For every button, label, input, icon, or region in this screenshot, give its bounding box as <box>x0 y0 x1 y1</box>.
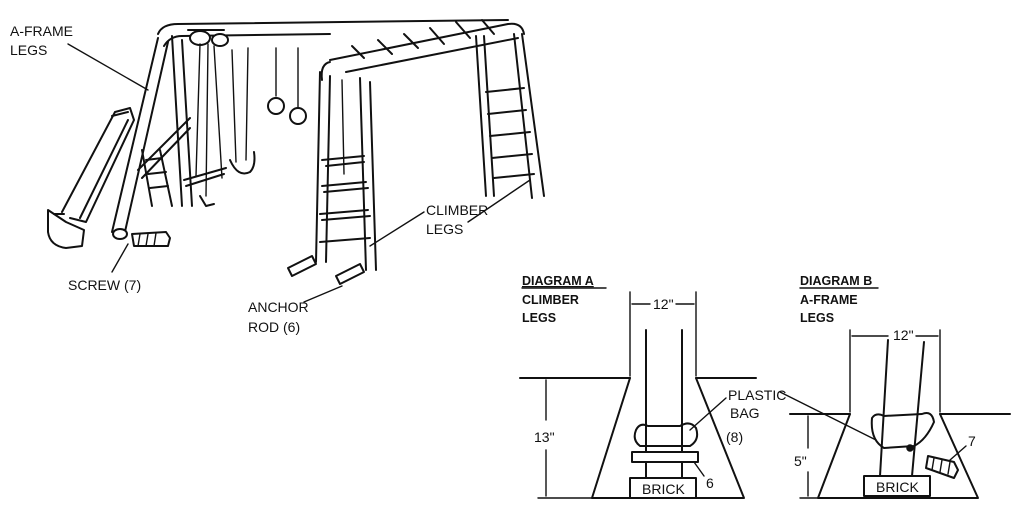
diagram-b-pole-left <box>879 339 889 477</box>
a-frame-label-line1: A-FRAME <box>10 23 73 39</box>
a-frame-ladder <box>141 149 173 207</box>
diagram-a-brick <box>629 477 697 499</box>
diagram-a-rod-number: 6 <box>706 475 714 491</box>
diagram-a-bag-leader <box>689 397 727 431</box>
diagram-a-width-dim: 12" <box>653 296 674 312</box>
diagram-b-screw-leader <box>949 445 967 461</box>
diagram-a-bag-label-line2: BAG <box>730 405 760 421</box>
anchor-rod-label-line1: ANCHOR <box>248 299 309 315</box>
diagram-b-title: DIAGRAM B <box>800 274 872 288</box>
top-beam <box>157 19 509 47</box>
diagram-b-subtitle-line2: LEGS <box>800 311 834 325</box>
diagram-b: DIAGRAM B A-FRAME LEGS 12" BRICK 5" <box>779 274 1011 499</box>
screw-leader <box>111 243 129 273</box>
diagram-a-subtitle-line1: CLIMBER <box>522 293 579 307</box>
climber-leader-1 <box>369 211 425 247</box>
diagram-a-rod-leader <box>693 461 705 477</box>
slide <box>47 107 135 249</box>
climber-leader-2 <box>467 179 531 223</box>
diagram-b-screw <box>925 455 959 479</box>
diagram-b-bag-leader <box>779 391 877 441</box>
diagram-b-hole <box>817 413 979 499</box>
climber-legs-label-line1: CLIMBER <box>426 202 488 218</box>
diagram-a-bag-number: (8) <box>726 429 743 445</box>
diagram-b-brick <box>863 475 931 497</box>
diagram-a: DIAGRAM A CLIMBER LEGS 12" BRICK 13" PLA… <box>519 274 786 499</box>
climber-legs <box>315 71 377 271</box>
a-frame-leader <box>67 43 149 91</box>
diagram-b-screw-threads <box>931 457 951 475</box>
rear-ladder <box>475 33 545 199</box>
monkey-bars <box>320 19 525 81</box>
anchor-rod-label-line2: ROD (6) <box>248 319 300 335</box>
anchor-rods <box>287 255 365 285</box>
diagram-a-depth-dim: 13" <box>534 429 555 445</box>
screw-label: SCREW (7) <box>68 277 141 293</box>
diagram-b-plastic-bag <box>870 412 935 449</box>
diagram-b-subtitle-line1: A-FRAME <box>800 293 858 307</box>
anchor-leader <box>303 285 343 303</box>
diagram-a-title: DIAGRAM A <box>522 274 594 288</box>
screw <box>131 231 171 247</box>
climber-legs-label-line2: LEGS <box>426 221 463 237</box>
diagram-a-bag-label-line1: PLASTIC <box>728 387 786 403</box>
diagram-a-anchor-rod <box>631 451 699 463</box>
diagram-b-screw-hole <box>906 444 914 452</box>
diagram-b-screw-number: 7 <box>968 433 976 449</box>
diagram-b-pole-right <box>911 341 925 477</box>
swings <box>183 43 345 207</box>
diagram-b-width-dim: 12" <box>893 327 914 343</box>
diagram-b-depth-dim: 5" <box>794 453 807 469</box>
diagram-a-brick-label: BRICK <box>642 481 685 497</box>
a-frame-label-line2: LEGS <box>10 42 47 58</box>
play-set-drawing: A-FRAME LEGS SCREW (7) ANCHOR ROD (6) CL… <box>10 19 545 335</box>
diagram-a-plastic-bag <box>633 422 699 447</box>
a-frame-legs <box>111 35 193 240</box>
diagram-a-subtitle-line2: LEGS <box>522 311 556 325</box>
diagram-b-brick-label: BRICK <box>876 479 919 495</box>
